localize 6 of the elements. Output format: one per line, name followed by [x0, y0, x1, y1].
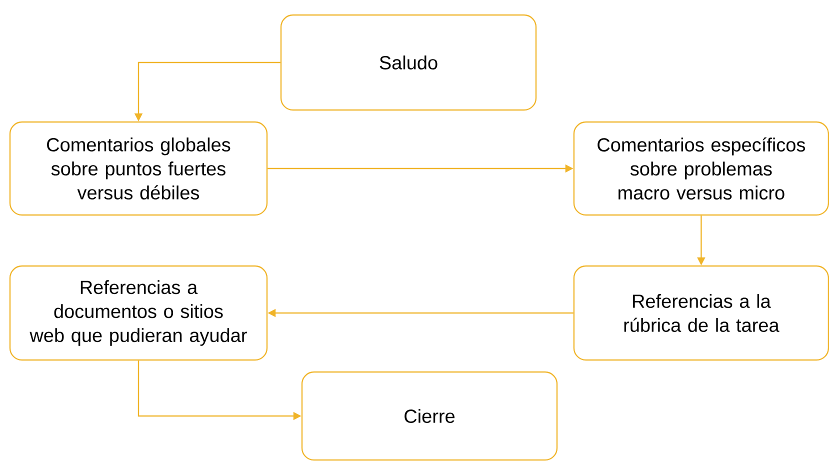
process-box: Comentarios globales sobre puntos fuertes versus débiles [9, 121, 268, 216]
process-box: Cierre [301, 371, 558, 461]
process-box: Referencias a documentos o sitios web que pudieran ayudar [9, 265, 268, 361]
process-box: Saludo [280, 14, 537, 111]
process-box: Comentarios específicos sobre problemas macro versus micro [573, 121, 829, 216]
process-box: Referencias a la rúbrica de la tarea [573, 265, 829, 361]
